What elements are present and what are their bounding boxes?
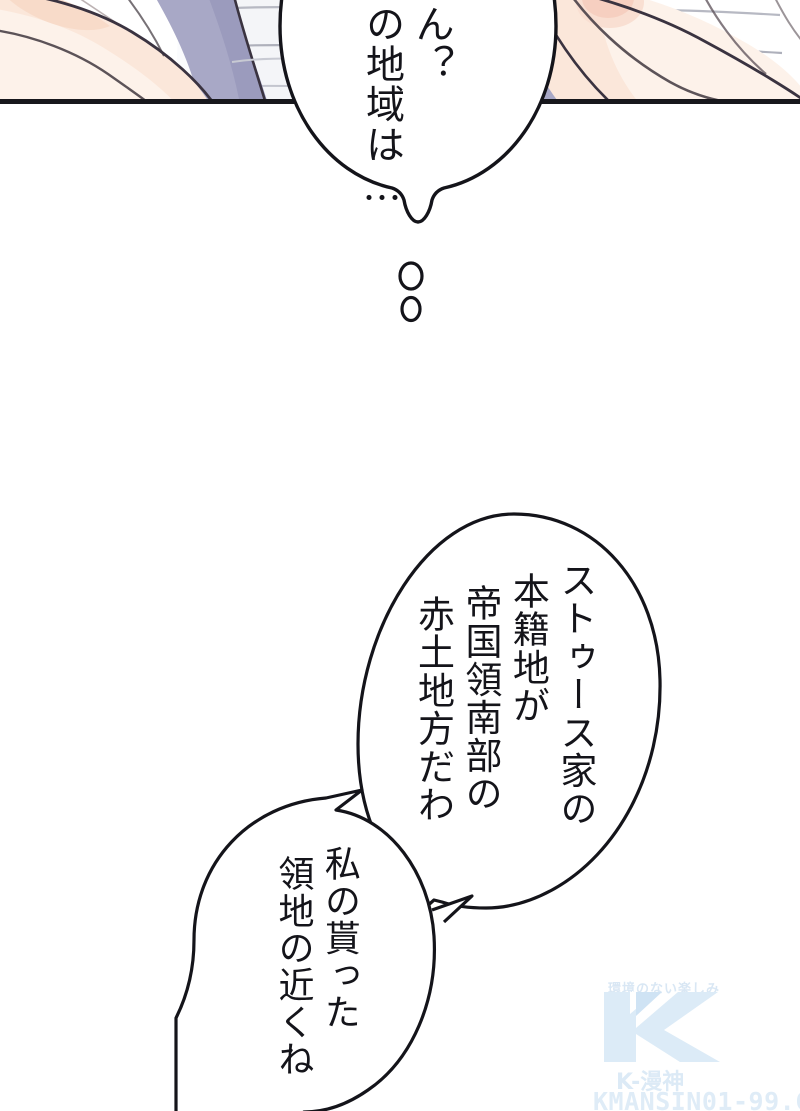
main-bubble-column-1: ストゥース家の <box>553 561 597 828</box>
main-bubble-column-3: 帝国領南部の <box>458 584 502 813</box>
thought-bubble-column-2: の地域は… <box>359 4 405 211</box>
watermark-k-logo-icon <box>604 992 720 1062</box>
watermark-tagline: 環境のない楽しみ <box>608 982 721 997</box>
main-bubble-column-4: 赤土地方だわ <box>411 595 455 824</box>
main-bubble-column-2: 本籍地が <box>506 572 550 725</box>
thought-bubble-dots <box>398 261 424 323</box>
sub-speech-bubble-text: 私の貰った 領地の近くね <box>265 845 360 1078</box>
watermark: 環境のない楽しみ K-漫神 KMANSIN01-99.COM <box>592 972 800 1111</box>
main-speech-bubble-text: ストゥース家の 本籍地が 帝国領南部の 赤土地方だわ <box>404 561 597 828</box>
thought-bubble-text: ん？ の地域は… <box>352 4 455 211</box>
sub-bubble-column-2: 領地の近くね <box>272 855 314 1078</box>
sub-bubble-column-1: 私の貰った <box>318 845 360 1031</box>
thought-bubble-column-1: ん？ <box>409 4 455 85</box>
watermark-url: KMANSIN01-99.COM <box>593 1087 800 1111</box>
watermark-brand: K-漫神 <box>616 1070 685 1095</box>
